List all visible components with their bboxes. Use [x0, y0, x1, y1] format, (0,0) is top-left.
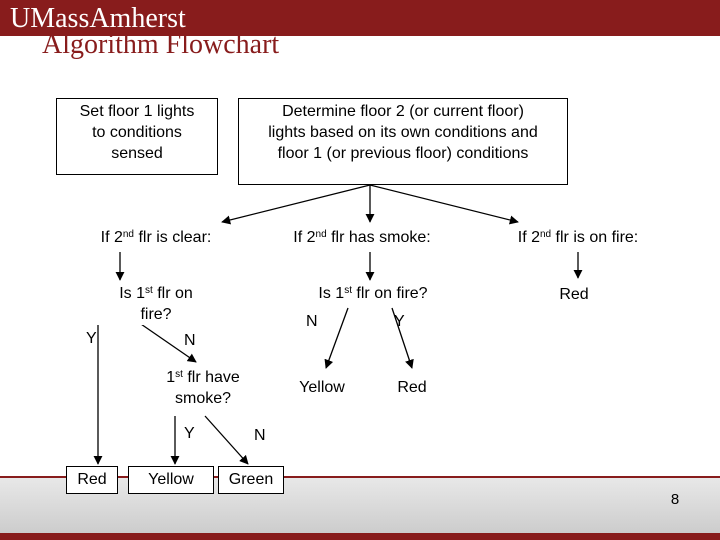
arrow-smoke-q-no-to-yellow [324, 307, 349, 369]
umass-amherst-logo: UMassAmherst [10, 3, 186, 34]
question-floor1-fire-clear: Is 1st flr on fire? [96, 283, 216, 325]
outcome-clear-green: Green [218, 466, 284, 494]
outcome-clear-yellow: Yellow [128, 466, 214, 494]
outcome-smoke-red: Red [388, 377, 436, 398]
footer-strip [0, 533, 720, 540]
footer-bar [0, 478, 720, 540]
outcome-smoke-yellow: Yellow [284, 377, 360, 398]
label-clear-no: N [184, 332, 196, 349]
condition-clear: If 2nd flr is clear: [82, 227, 230, 248]
floor2-line-2: lights based on its own conditions and [268, 124, 538, 141]
arrow-floor2-to-clear [221, 184, 371, 225]
floor1-line-3: sensed [111, 145, 163, 162]
floor2-line-1: Determine floor 2 (or current floor) [282, 103, 524, 120]
arrow-smoke-q-yes-to-red [391, 307, 414, 369]
label-clear-yes: Y [86, 330, 97, 347]
header-bar [0, 0, 720, 36]
slide-title: Algorithm Flowchart [42, 29, 280, 60]
label-smoke-yes: Y [394, 313, 405, 330]
question-floor1-smoke: 1st flr have smoke? [144, 367, 262, 409]
floor1-line-2: to conditions [92, 124, 182, 141]
page-number: 8 [670, 491, 680, 508]
floor2-box: Determine floor 2 (or current floor) lig… [238, 98, 568, 185]
footer-divider [0, 476, 720, 478]
arrow-have-smoke-no-to-green [204, 415, 249, 465]
label-smoke-no: N [306, 313, 318, 330]
question-floor1-fire-smoke: Is 1st flr on fire? [300, 283, 446, 304]
condition-smoke: If 2nd flr has smoke: [276, 227, 448, 248]
outcome-fire-red: Red [548, 284, 600, 305]
condition-fire: If 2nd flr is on fire: [494, 227, 662, 248]
label-have-smoke-yes: Y [184, 425, 195, 442]
floor1-line-1: Set floor 1 lights [79, 103, 195, 120]
label-have-smoke-no: N [254, 427, 266, 444]
floor2-line-3: floor 1 (or previous floor) conditions [277, 145, 529, 162]
arrow-floor2-to-fire [369, 184, 519, 225]
floor1-box: Set floor 1 lights to conditions sensed [56, 98, 218, 175]
outcome-clear-red: Red [66, 466, 118, 494]
arrow-q-no-to-smoke-q [137, 321, 197, 363]
